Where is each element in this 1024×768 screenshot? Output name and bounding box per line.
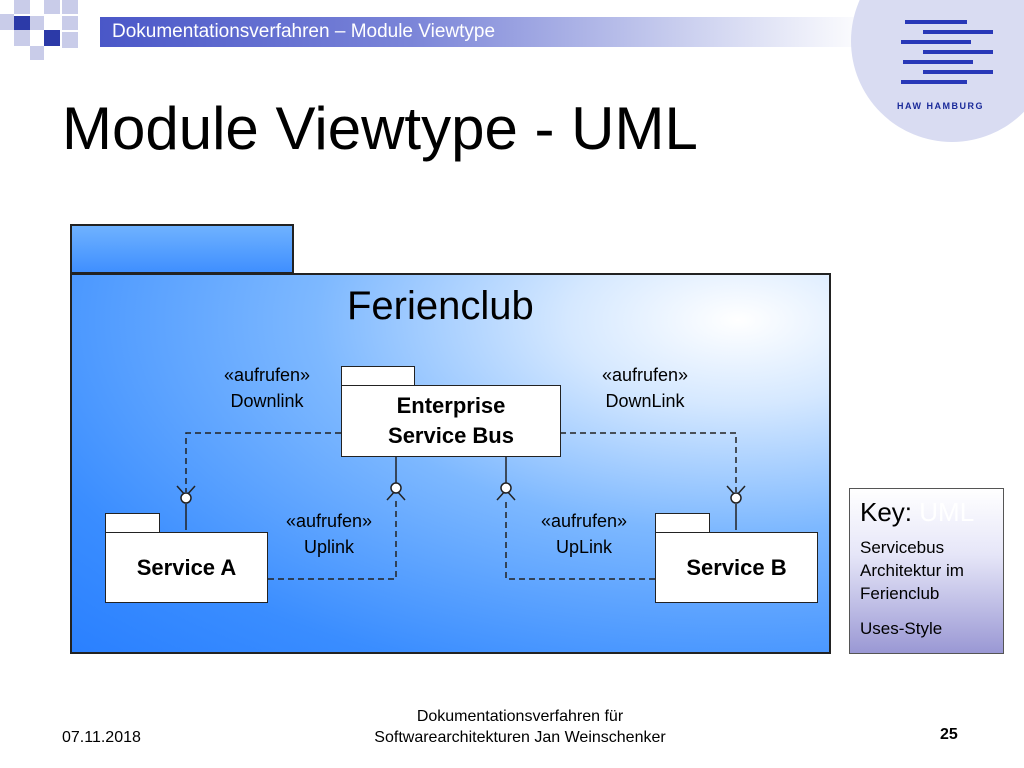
legend-box: Key: UML Servicebus Architektur im Ferie…	[849, 488, 1004, 654]
legend-key: Key:	[860, 497, 913, 527]
legend-text-line: Ferienclub	[860, 584, 940, 603]
footer-line: Dokumentationsverfahren für	[416, 708, 624, 725]
legend-text-line: Servicebus	[860, 538, 945, 557]
page-title: Module Viewtype - UML	[62, 95, 698, 162]
dependency-line-uplink-b	[505, 498, 655, 580]
stereotype-label: «aufrufen»	[285, 511, 373, 531]
legend-text-line: Architektur im	[860, 561, 964, 580]
connector-name: DownLink	[605, 391, 685, 411]
esb-box: Enterprise Service Bus	[341, 385, 561, 457]
dependency-line-downlink-a	[185, 432, 341, 492]
header-bar	[100, 17, 870, 47]
label-downlink-left: «aufrufen» Downlink	[207, 362, 327, 414]
connector-name: UpLink	[555, 537, 613, 557]
legend-heading: Key: UML	[860, 497, 993, 528]
stereotype-label: «aufrufen»	[223, 365, 311, 385]
label-uplink-left: «aufrufen» Uplink	[269, 508, 389, 560]
header-text: Dokumentationsverfahren – Module Viewtyp…	[112, 21, 496, 42]
label-uplink-right: «aufrufen» UpLink	[524, 508, 644, 560]
footer-center: Dokumentationsverfahren für Softwarearch…	[340, 706, 700, 748]
service-b-tab	[655, 513, 710, 533]
interface-lollipop-icon	[180, 492, 192, 504]
interface-lollipop-icon	[730, 492, 742, 504]
service-a-box: Service A	[105, 532, 268, 603]
decorative-squares	[0, 0, 100, 60]
footer-line: Softwarearchitekturen Jan Weinschenker	[374, 729, 666, 746]
esb-tab	[341, 366, 415, 386]
legend-uml: UML	[919, 497, 975, 527]
connector-name: Uplink	[303, 537, 355, 557]
legend-style: Uses-Style	[860, 619, 943, 638]
dependency-line-uplink-a	[268, 498, 397, 580]
interface-lollipop-icon	[390, 482, 402, 494]
connector-name: Downlink	[230, 391, 304, 411]
haw-logo-icon	[901, 20, 993, 84]
service-b-box: Service B	[655, 532, 818, 603]
esb-line1: Enterprise	[396, 393, 506, 418]
service-a-tab	[105, 513, 160, 533]
label-downlink-right: «aufrufen» DownLink	[585, 362, 705, 414]
footer-date: 07.11.2018	[62, 729, 141, 746]
interface-lollipop-icon	[500, 482, 512, 494]
dependency-line-downlink-b	[560, 432, 737, 492]
esb-line2: Service Bus	[388, 423, 514, 448]
stereotype-label: «aufrufen»	[601, 365, 689, 385]
page-number: 25	[940, 726, 958, 743]
stereotype-label: «aufrufen»	[540, 511, 628, 531]
logo-text: HAW HAMBURG	[897, 101, 984, 111]
package-name: Ferienclub	[347, 284, 534, 328]
